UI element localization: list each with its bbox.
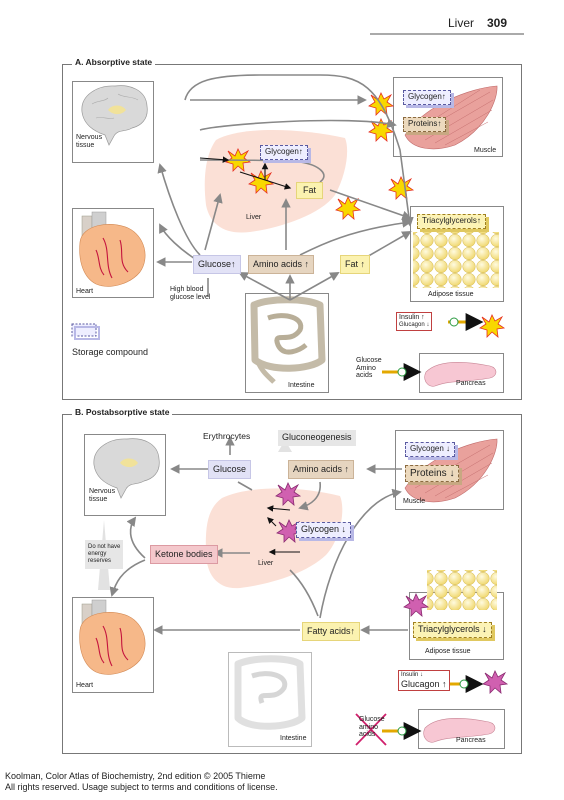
- triacylglycerols-store: Triacylglycerols↑: [417, 214, 486, 229]
- header-rule: [370, 33, 524, 35]
- pancreas-illustration-b: [423, 717, 496, 743]
- arrows-a-black: [199, 156, 292, 190]
- fat-liver-tag: Fat: [296, 182, 324, 200]
- glucose-amino-acids-label-b: Glucose amino acids: [359, 716, 385, 739]
- glucagon-label-b: Glucagon ↑: [401, 678, 447, 689]
- fatty-acids-tag: Fatty acids↑: [302, 622, 361, 642]
- intestine-illustration: [250, 296, 326, 384]
- intestine-label-b: Intestine: [280, 735, 307, 742]
- amino-acids-tag-b: Amino acids ↑: [288, 460, 355, 480]
- header-title: Liver: [448, 16, 475, 30]
- glycogen-muscle-store-b: Glycogen ↓: [405, 442, 456, 457]
- nervous-tissue-label-b: Nervous tissue: [89, 488, 116, 503]
- footer-copyright: Koolman, Color Atlas of Biochemistry, 2n…: [5, 771, 266, 781]
- nervous-tissue-label: Nervous tissue: [76, 134, 103, 149]
- amino-acids-tag: Amino acids ↑: [248, 255, 315, 275]
- pancreas-label: Pancreas: [456, 380, 486, 387]
- glucose-amino-acids-label: Glucose Amino acids: [356, 357, 382, 380]
- proteins-muscle-store-b: Proteins ↓: [405, 465, 460, 482]
- heart-label-b: Heart: [76, 682, 94, 689]
- muscle-label-b: Muscle: [403, 498, 426, 505]
- glucose-tag: Glucose↑: [193, 255, 241, 275]
- intestine-illustration-b: [234, 655, 306, 730]
- high-blood-glucose-label: High blood glucose level: [170, 286, 211, 301]
- liver-label: Liver: [246, 214, 262, 221]
- erythrocytes-label: Erythrocytes: [203, 431, 251, 441]
- adipose-cells: [413, 232, 499, 288]
- crossed-out-icon: [355, 713, 387, 746]
- brain-illustration: [81, 85, 148, 146]
- heart-illustration: [79, 211, 146, 287]
- glucose-tag-b: Glucose: [208, 460, 252, 480]
- panel-a-title: A. Absorptive state: [72, 57, 156, 67]
- ketone-bodies-tag: Ketone bodies: [150, 545, 218, 565]
- pancreas-illustration: [424, 361, 497, 387]
- triacylglycerols-store-b: Triacylglycerols ↓: [413, 622, 492, 638]
- plus-icon: [397, 726, 407, 736]
- panel-b-title: B. Postabsorptive state: [72, 407, 173, 417]
- liver-illustration-b: [205, 488, 343, 589]
- adipose-label-b: Adipose tissue: [425, 648, 471, 655]
- adipose-label: Adipose tissue: [428, 291, 474, 298]
- glucagon-label: Glucagon ↓: [399, 322, 430, 329]
- muscle-label: Muscle: [474, 147, 497, 154]
- liver-label-b: Liver: [258, 560, 274, 567]
- heart-illustration-b: [79, 599, 146, 675]
- insulin-arrow: ↓: [420, 672, 424, 678]
- insulin-label: Insulin ↑: [399, 314, 425, 321]
- storage-legend-shadow: [74, 326, 100, 340]
- glycogen-liver-store: Glycogen↑: [260, 145, 308, 160]
- arrows-a: [156, 74, 414, 301]
- gluconeogenesis-label: Gluconeogenesis: [278, 430, 356, 446]
- plus-icon: [459, 679, 469, 689]
- storage-compound-label: Storage compound: [72, 347, 149, 357]
- glycogen-muscle-store: Glycogen↑: [403, 90, 451, 105]
- pancreas-label-b: Pancreas: [456, 737, 486, 744]
- heart-label: Heart: [76, 288, 94, 295]
- proteins-muscle-store: Proteins↑: [403, 117, 447, 132]
- regulation-bursts-b: [275, 482, 509, 694]
- glycogen-liver-store-b: Glycogen ↓: [296, 522, 352, 538]
- fat-tag: Fat ↑: [340, 255, 371, 275]
- hormone-box-b: Insulin ↓ Glucagon ↑: [398, 670, 450, 692]
- plus-icon: [397, 367, 407, 377]
- footer-license: All rights reserved. Usage subject to te…: [5, 782, 278, 792]
- arrows-b-black: [266, 505, 300, 556]
- adipose-cells-b: [427, 570, 497, 610]
- hormone-box-a: Insulin ↑ Glucagon ↓: [396, 312, 433, 331]
- brain-illustration-b: [93, 438, 160, 499]
- intestine-label: Intestine: [288, 382, 315, 389]
- no-energy-reserves-note: Do not have energy reserves: [85, 540, 124, 569]
- page-number: 309: [487, 16, 508, 30]
- insulin-label-b: Insulin: [401, 672, 419, 678]
- intestine-box: [245, 293, 329, 393]
- plus-icon: [449, 317, 459, 327]
